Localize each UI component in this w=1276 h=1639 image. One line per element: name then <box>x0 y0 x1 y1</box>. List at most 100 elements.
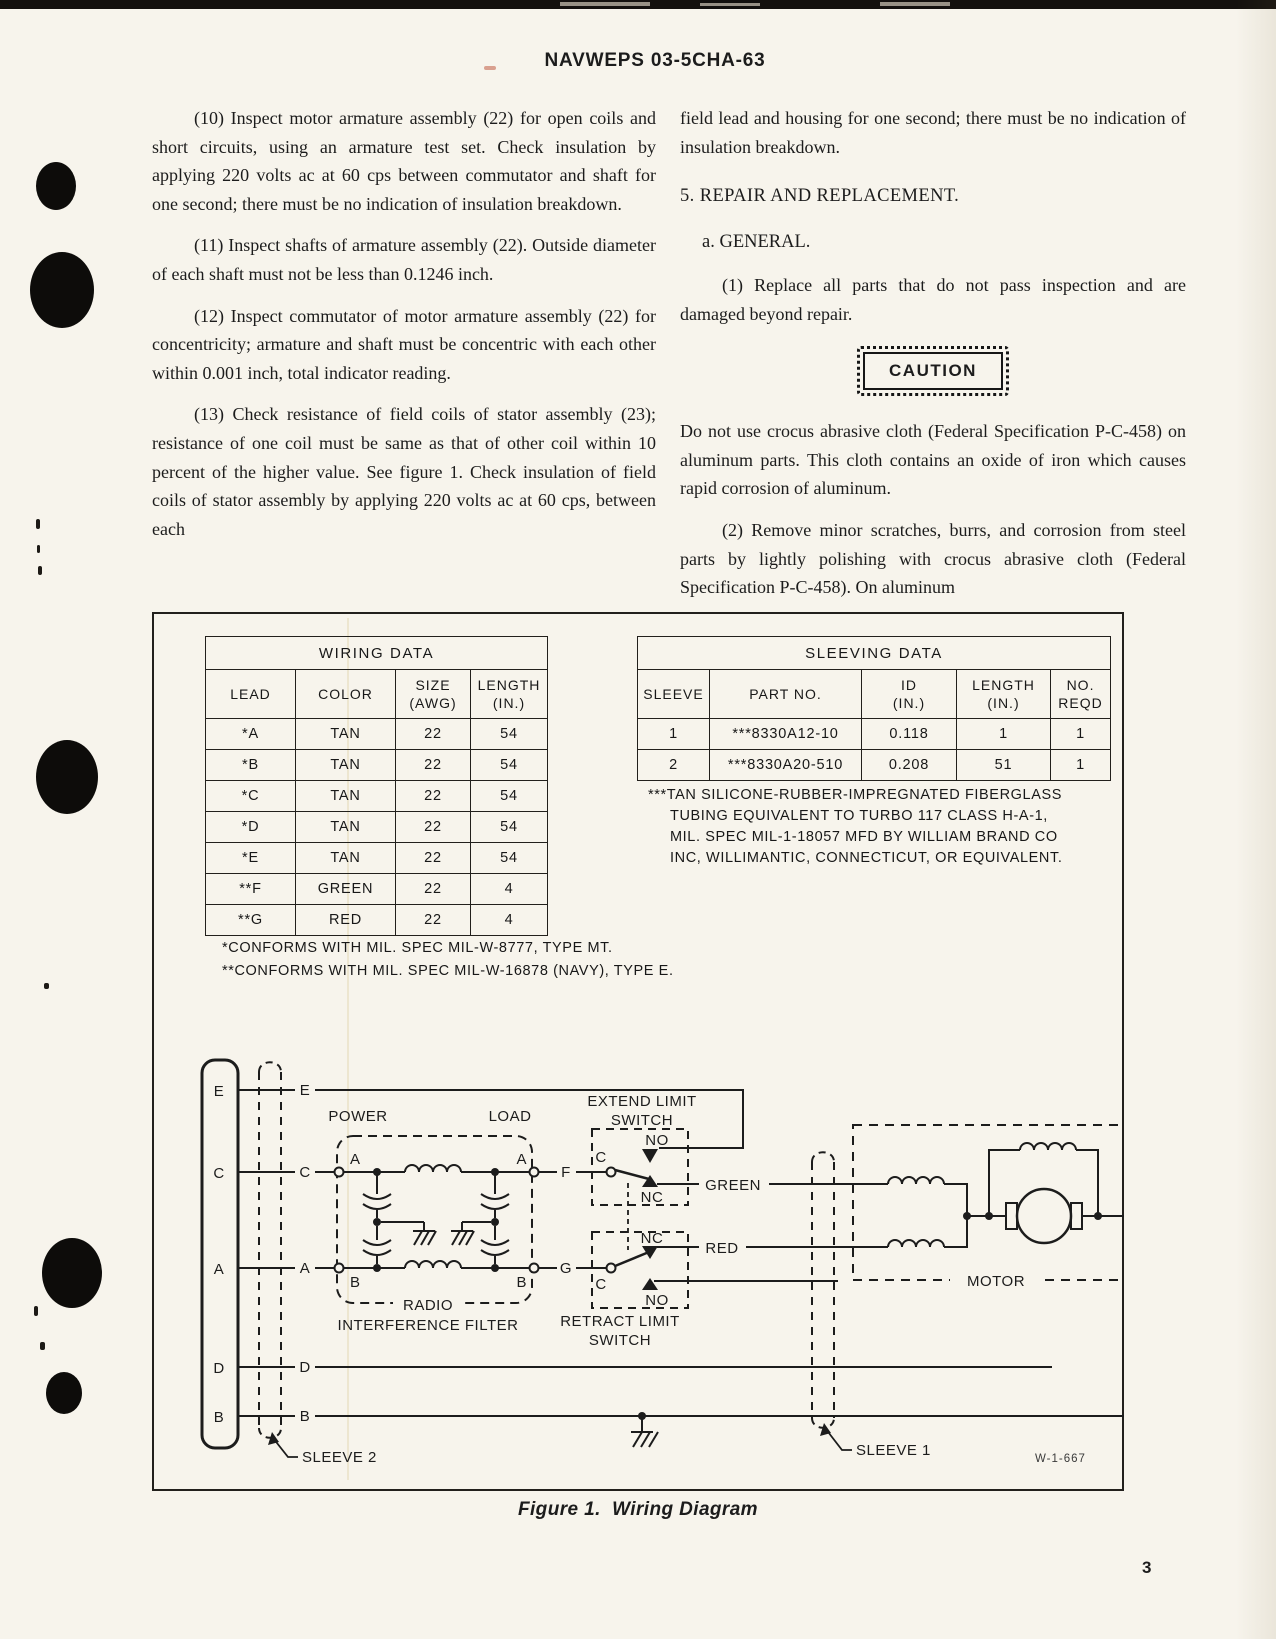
cell: *C <box>205 780 296 812</box>
col-header: LENGTH (IN.) <box>470 669 548 719</box>
retract-switch-blade <box>614 1250 650 1268</box>
page-number: 3 <box>1142 1558 1152 1577</box>
section-heading: 5. REPAIR AND REPLACEMENT. <box>680 186 960 207</box>
retract-nc-contact <box>642 1246 658 1259</box>
col-header: SIZE (AWG) <box>395 669 471 719</box>
footnote: MIL. SPEC MIL-1-18057 MFD BY WILLIAM BRA… <box>670 829 1058 845</box>
extend-common-contact <box>605 1166 617 1178</box>
paragraph-continuation: field lead and housing for one second; t… <box>680 108 1186 157</box>
retract-nc-label: NC <box>641 1230 664 1247</box>
cell: 54 <box>470 811 548 843</box>
filter-ground-right <box>451 1221 491 1246</box>
wiring-diagram: E C A D B SLEEVE 2 E C A D B <box>200 1058 1124 1466</box>
cell: 1 <box>1049 749 1112 781</box>
motor-brush-right <box>1070 1202 1083 1230</box>
cell: TAN <box>295 811 396 843</box>
filter-corner-b2: B <box>516 1274 527 1291</box>
sleeve-2-pointer <box>272 1437 298 1458</box>
cell: RED <box>295 904 396 936</box>
scan-speck <box>36 519 40 529</box>
paragraph-13: (13) Check resistance of field coils of … <box>152 404 656 539</box>
cell: 54 <box>470 749 548 781</box>
cell: ***8330A12-10 <box>709 718 862 750</box>
sleeve-1-label: SLEEVE 1 <box>856 1442 931 1459</box>
cell: 22 <box>395 842 471 874</box>
cell: ***8330A20-510 <box>709 749 862 781</box>
cell: *E <box>205 842 296 874</box>
scan-smudge <box>880 2 950 6</box>
filter-label-2: INTERFERENCE FILTER <box>338 1317 519 1334</box>
document-number: NAVWEPS 03-5CHA-63 <box>544 50 766 71</box>
filter-corner-a1: A <box>350 1151 361 1168</box>
drawing-number: W-1-667 <box>1035 1453 1086 1465</box>
extend-switch-label-1: EXTEND LIMIT <box>587 1093 696 1110</box>
punch-hole <box>42 1238 102 1308</box>
terminal-label-d: D <box>213 1360 224 1377</box>
table-header-row: SLEEVE PART NO. ID (IN.) LENGTH (IN.) NO… <box>637 669 1112 719</box>
field-coil-green <box>887 1176 968 1216</box>
filter-corner-a2: A <box>516 1151 527 1168</box>
terminal-label-a: A <box>214 1261 225 1278</box>
g-label: G <box>560 1260 572 1277</box>
retract-common-contact <box>605 1262 617 1274</box>
motor-brush-left <box>1005 1202 1018 1230</box>
table-title-row: SLEEVING DATA <box>636 636 1112 670</box>
punch-hole <box>36 740 98 814</box>
extend-switch-label-2: SWITCH <box>611 1112 673 1129</box>
punch-hole <box>30 252 94 328</box>
field-coil-red <box>887 1216 968 1248</box>
extend-switch-blade <box>614 1168 650 1181</box>
sleeve-2: SLEEVE 2 <box>258 1061 377 1466</box>
figure-caption: Figure 1. Wiring Diagram <box>518 1499 758 1520</box>
motor-label: MOTOR <box>967 1273 1025 1290</box>
filter-corner-b1: B <box>350 1274 361 1291</box>
cell: 2 <box>637 749 710 781</box>
cell: GREEN <box>295 873 396 905</box>
col-header: PART NO. <box>709 669 862 719</box>
terminal-label-b: B <box>214 1409 225 1426</box>
cell: 22 <box>395 811 471 843</box>
filter-label-1: RADIO <box>403 1297 453 1314</box>
cell: 54 <box>470 780 548 812</box>
table-title-row: WIRING DATA <box>205 636 548 670</box>
field-coil-top <box>988 1142 1099 1216</box>
retract-switch-label-2: SWITCH <box>589 1332 651 1349</box>
sleeve-2-label: SLEEVE 2 <box>302 1449 377 1466</box>
col-header: LEAD <box>205 669 296 719</box>
right-text-column: field lead and housing for one second; t… <box>680 104 1186 615</box>
col-header: COLOR <box>295 669 396 719</box>
wiring-table-footnotes: *CONFORMS WITH MIL. SPEC MIL-W-8777, TYP… <box>222 940 674 986</box>
retract-no-contact <box>642 1278 658 1290</box>
caution-label: CAUTION <box>863 351 1003 391</box>
cell: 22 <box>395 718 471 750</box>
extend-nc-label: NC <box>641 1189 664 1206</box>
cell: 1 <box>637 718 710 750</box>
wiring-data-table: WIRING DATA LEAD COLOR SIZE (AWG) LENGTH… <box>205 636 548 936</box>
motor-leads: GREEN RED <box>657 1177 888 1257</box>
cell: 51 <box>956 749 1051 781</box>
scan-mark <box>484 66 496 70</box>
footnote: ***TAN SILICONE-RUBBER-IMPREGNATED FIBER… <box>648 787 1063 803</box>
caution-border: CAUTION <box>857 345 1009 397</box>
caution-text: Do not use crocus abrasive cloth (Federa… <box>680 421 1186 499</box>
footnote: TUBING EQUIVALENT TO TURBO 117 CLASS H-A… <box>670 808 1048 824</box>
cell: 54 <box>470 842 548 874</box>
col-header: SLEEVE <box>637 669 710 719</box>
sleeving-table-footnotes: ***TAN SILICONE-RUBBER-IMPREGNATED FIBER… <box>648 788 1063 872</box>
red-wire-label: RED <box>705 1240 738 1257</box>
sleeve-1-pointer <box>824 1427 852 1451</box>
cell: **G <box>205 904 296 936</box>
subsection-heading: a. GENERAL. <box>702 231 811 252</box>
punch-hole <box>46 1372 82 1414</box>
cell: 0.208 <box>861 749 957 781</box>
footnote: INC, WILLIMANTIC, CONNECTICUT, OR EQUIVA… <box>670 850 1063 866</box>
